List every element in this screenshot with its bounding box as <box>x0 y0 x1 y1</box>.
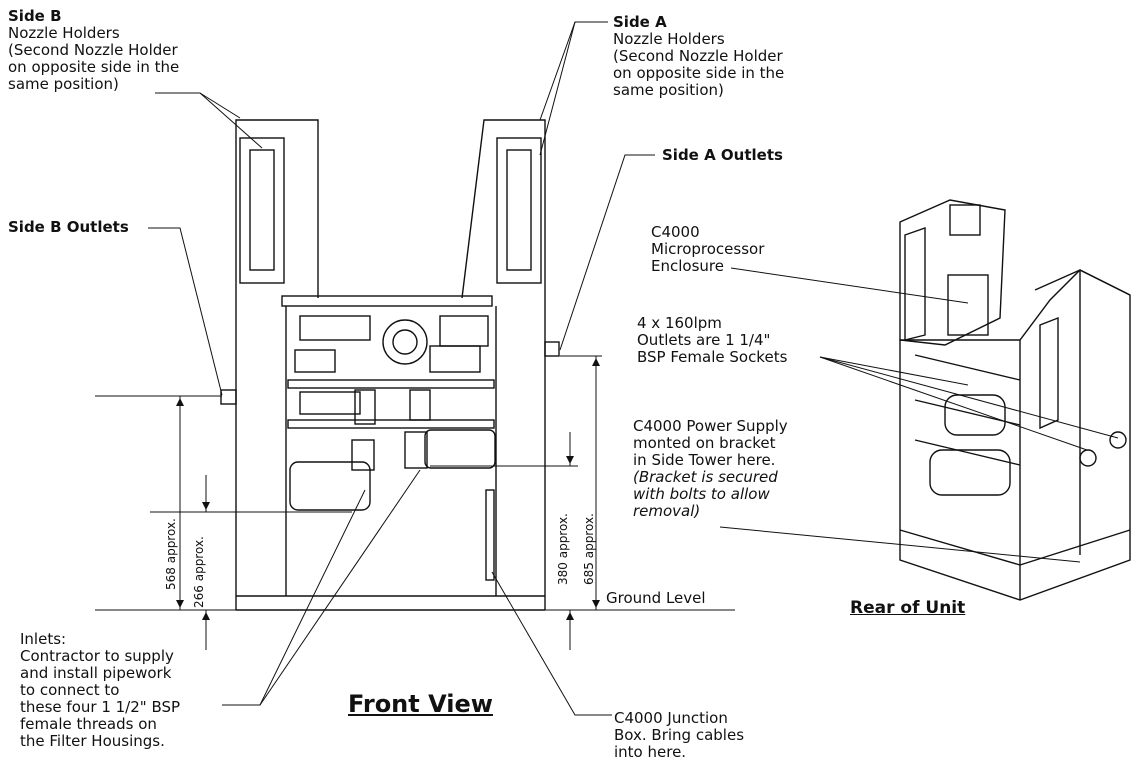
dimension-266: 266 approx. <box>192 536 206 608</box>
power-line: C4000 Power Supply <box>633 417 788 435</box>
label-side-a-nozzle: Side A Nozzle Holders (Second Nozzle Hol… <box>613 14 784 99</box>
side-a-line: Nozzle Holders <box>613 30 725 48</box>
side-a-line: on opposite side in the <box>613 64 785 82</box>
power-italic-line: removal) <box>633 502 701 520</box>
inlets-line: the Filter Housings. <box>20 732 165 750</box>
outlets-line: 4 x 160lpm <box>637 314 722 332</box>
micro-line: C4000 <box>651 223 700 241</box>
side-b-line: on opposite side in the <box>8 58 180 76</box>
inlets-line: Inlets: <box>20 630 67 648</box>
side-b-line: same position) <box>8 75 119 93</box>
power-line: in Side Tower here. <box>633 451 776 469</box>
dimension-568: 568 approx. <box>164 518 178 590</box>
dimension-380: 380 approx. <box>556 513 570 585</box>
label-power-supply: C4000 Power Supply monted on bracket in … <box>633 418 788 520</box>
ground-level-text: Ground Level <box>606 589 706 607</box>
label-inlets: Inlets: Contractor to supply and install… <box>20 631 180 750</box>
dimension-lines <box>95 355 602 650</box>
outlets-line: Outlets are 1 1/4" <box>637 331 771 349</box>
power-italic-line: with bolts to allow <box>633 485 770 503</box>
label-side-b-outlets: Side B Outlets <box>8 219 129 236</box>
front-view-unit <box>220 119 560 611</box>
label-c4000-microprocessor: C4000 Microprocessor Enclosure <box>651 224 764 275</box>
label-outlets-note: 4 x 160lpm Outlets are 1 1/4" BSP Female… <box>637 315 787 366</box>
label-side-b-nozzle: Side B Nozzle Holders (Second Nozzle Hol… <box>8 8 179 93</box>
side-b-line: (Second Nozzle Holder <box>8 41 178 59</box>
inlets-line: Contractor to supply <box>20 647 174 665</box>
power-line: monted on bracket <box>633 434 776 452</box>
side-a-heading: Side A <box>613 13 667 31</box>
junction-line: Box. Bring cables <box>614 726 745 744</box>
front-view-title: Front View <box>348 690 493 718</box>
inlets-line: to connect to <box>20 681 120 699</box>
label-side-a-outlets: Side A Outlets <box>662 147 783 164</box>
rear-view-unit <box>899 199 1131 601</box>
outlets-line: BSP Female Sockets <box>637 348 788 366</box>
power-italic-line: (Bracket is secured <box>633 468 778 486</box>
junction-line: C4000 Junction <box>614 709 728 727</box>
side-a-line: same position) <box>613 81 724 99</box>
rear-of-unit-title: Rear of Unit <box>850 598 966 618</box>
label-ground-level: Ground Level <box>606 590 706 607</box>
micro-line: Microprocessor <box>651 240 765 258</box>
inlets-line: and install pipework <box>20 664 172 682</box>
side-a-line: (Second Nozzle Holder <box>613 47 783 65</box>
inlets-line: female threads on <box>20 715 157 733</box>
dimension-685: 685 approx. <box>582 513 596 585</box>
micro-line: Enclosure <box>651 257 724 275</box>
side-a-outlets-text: Side A Outlets <box>662 146 783 164</box>
side-b-heading: Side B <box>8 7 62 25</box>
inlets-line: these four 1 1/2" BSP <box>20 698 181 716</box>
side-b-outlets-text: Side B Outlets <box>8 218 129 236</box>
junction-line: into here. <box>614 743 687 761</box>
label-junction-box: C4000 Junction Box. Bring cables into he… <box>614 710 744 761</box>
side-b-line: Nozzle Holders <box>8 24 120 42</box>
